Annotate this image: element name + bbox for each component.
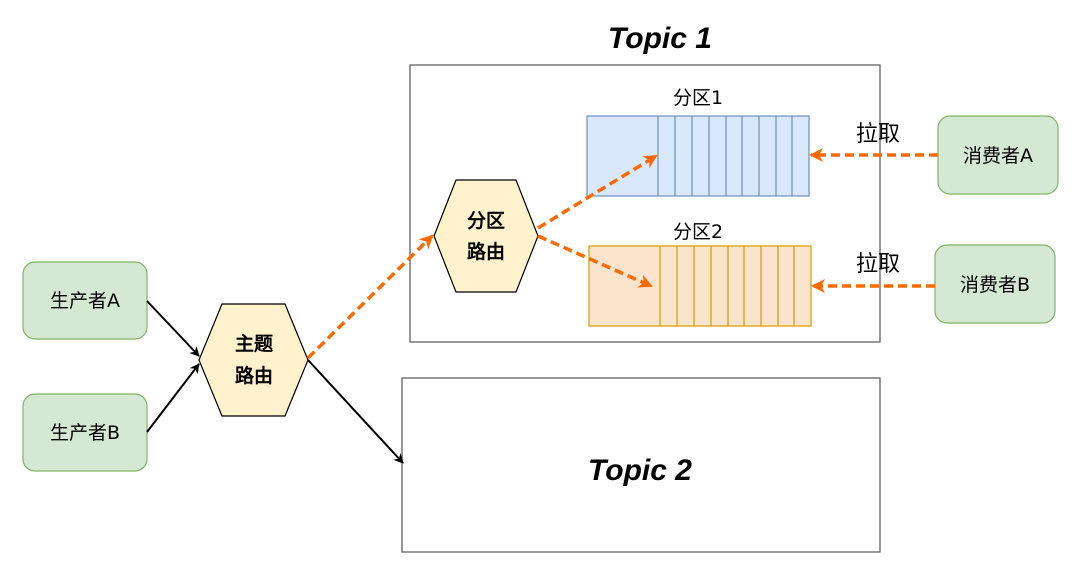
pull-label-b: 拉取 xyxy=(856,252,900,277)
pull-label-a: 拉取 xyxy=(856,122,900,147)
arrow-producer-a-to-router xyxy=(146,300,200,357)
topic-router-line2: 路由 xyxy=(235,364,273,387)
producer-a-label: 生产者A xyxy=(50,290,120,312)
consumer-b-node: 消费者B xyxy=(934,244,1056,324)
arrow-partition-router-to-partition1 xyxy=(537,154,658,230)
partition1-queue xyxy=(586,115,810,197)
producer-a-node: 生产者A xyxy=(22,261,148,340)
topic-router-hexagon: 主题 路由 xyxy=(198,303,309,417)
consumer-a-node: 消费者A xyxy=(937,115,1059,195)
arrow-topic-router-to-partition-router xyxy=(306,234,434,360)
arrow-producer-b-to-router xyxy=(146,363,200,433)
topic-router-line1: 主题 xyxy=(235,333,273,355)
partition2-queue xyxy=(588,245,812,327)
arrow-router-to-topic2 xyxy=(307,359,404,464)
partition-router-line2: 路由 xyxy=(467,240,505,263)
partition-router-hexagon: 分区 路由 xyxy=(433,179,539,293)
partition2-label: 分区2 xyxy=(673,221,723,243)
partition1-label: 分区1 xyxy=(673,87,723,109)
partition-router-line1: 分区 xyxy=(467,210,505,232)
consumer-a-label: 消费者A xyxy=(963,145,1033,167)
topic2-container xyxy=(401,377,881,553)
consumer-b-label: 消费者B xyxy=(960,274,1030,296)
topic2-title: Topic 2 xyxy=(588,454,692,487)
producer-b-node: 生产者B xyxy=(22,393,148,472)
producer-b-label: 生产者B xyxy=(50,422,120,444)
arrow-partition-router-to-partition2 xyxy=(537,234,653,288)
topic1-title: Topic 1 xyxy=(608,22,712,55)
